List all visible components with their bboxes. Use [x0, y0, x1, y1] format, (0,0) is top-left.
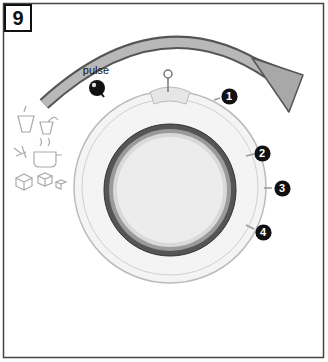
callout-number: 2 — [259, 148, 265, 159]
panel-frame — [4, 4, 324, 358]
pulse-button — [89, 80, 105, 97]
mode-icons — [14, 106, 66, 190]
callout-number: 3 — [279, 183, 285, 194]
rotation-arrow — [44, 42, 303, 112]
control-knob — [74, 70, 272, 283]
callout-number: 1 — [226, 91, 232, 102]
callout-number: 4 — [260, 227, 266, 238]
setting-number: 2 — [254, 145, 271, 162]
step-number: 9 — [12, 8, 23, 28]
setting-number: 3 — [274, 180, 291, 197]
button-label: pulse — [83, 65, 109, 76]
step-number-box: 9 — [4, 4, 32, 32]
setting-number: 1 — [221, 88, 238, 105]
setting-number: 4 — [255, 224, 272, 241]
